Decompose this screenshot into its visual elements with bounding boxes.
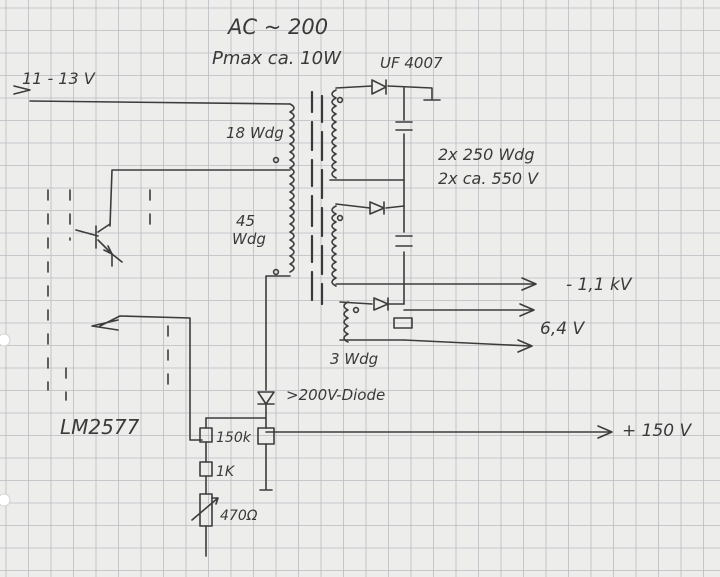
secondary-top-wire: [335, 85, 441, 101]
mid-output-arrow: [597, 425, 613, 439]
aux-output-wire: [403, 339, 531, 347]
controller-output: [111, 253, 123, 263]
potentiometer-arrow: [191, 497, 219, 521]
feedback-turns-label: 45: [236, 212, 255, 230]
aux-output-arrow: [517, 339, 533, 353]
resistor-1k-label: 1K: [216, 464, 236, 480]
secondary-voltage-label: 2x ca. 550 V: [438, 169, 539, 188]
resistor-470-label: 470Ω: [220, 508, 258, 524]
diode-2: [369, 201, 385, 215]
secondary-turns-label: 2x 250 Wdg: [438, 145, 535, 164]
diode-1: [371, 79, 387, 95]
aux-dot: [352, 306, 360, 314]
secondary-winding-1: [331, 89, 337, 179]
aux-turns-label: 3 Wdg: [330, 350, 378, 368]
potentiometer-470: [199, 493, 213, 527]
feedback-unit-label: Wdg: [232, 230, 266, 248]
lv-output-arrow: [519, 303, 535, 317]
diode-part-label: UF 4007: [380, 54, 443, 72]
diode-rating-label: >200V-Diode: [286, 386, 385, 404]
diode-3: [373, 297, 389, 311]
primary-turns-label: 18 Wdg: [226, 124, 284, 142]
lv-output-label: 6,4 V: [540, 319, 585, 339]
controller-feedback-arrow: [91, 315, 203, 441]
switch-wire: [109, 169, 291, 227]
mid-capacitor-ground: [259, 443, 273, 491]
mid-capacitor: [257, 427, 275, 445]
feedback-dot: [272, 268, 280, 276]
binder-hole: [0, 333, 11, 347]
input-voltage-label: 11 - 13 V: [22, 69, 96, 88]
aux-capacitor: [393, 317, 413, 329]
binder-hole: [0, 493, 11, 507]
pmax-label: Pmax ca. 10W: [212, 48, 342, 69]
hv-diode: [257, 391, 275, 405]
aux-winding: [343, 301, 349, 343]
primary-winding: [289, 103, 295, 273]
resistor-1k: [199, 461, 213, 477]
hv-output-arrow: [521, 277, 537, 291]
capacitor-2: [395, 235, 413, 247]
resistor-150k: [199, 427, 213, 443]
input-wire: [29, 100, 291, 105]
secondary-dot: [336, 96, 344, 104]
hv-output-label: - 1,1 kV: [566, 275, 633, 295]
secondary-winding-2: [331, 205, 337, 287]
secondary-dot: [336, 214, 344, 222]
controller-box: [47, 189, 169, 401]
mid-output-label: + 150 V: [622, 421, 692, 441]
secondary-2-top-wire: [335, 203, 405, 209]
switch-transistor: [75, 223, 113, 267]
feedback-wire: [265, 275, 291, 391]
mid-rail: [205, 403, 267, 429]
primary-dot: [272, 156, 280, 164]
input-arrow: [13, 85, 31, 95]
resistor-150k-label: 150k: [216, 430, 252, 446]
controller-label: LM2577: [60, 415, 140, 439]
capacitor-1: [395, 121, 413, 131]
aux-wire: [339, 301, 405, 341]
ac-label: AC ~ 200: [226, 15, 328, 39]
